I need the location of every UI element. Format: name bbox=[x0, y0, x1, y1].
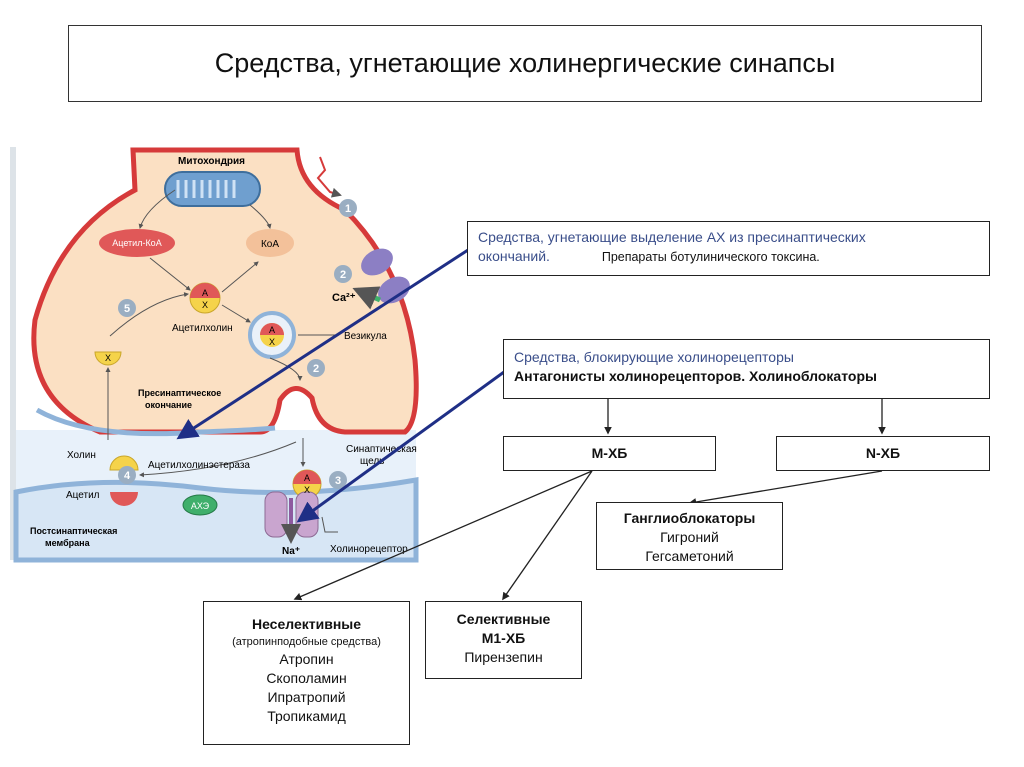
letter-a: А bbox=[202, 288, 208, 298]
arrow-to-nonselective bbox=[293, 470, 593, 601]
mitochondria-label: Митохондрия bbox=[178, 156, 245, 167]
left-accent-bar bbox=[10, 147, 16, 560]
nonselective-item: Тропикамид bbox=[267, 708, 346, 724]
nonselective-item: Скополамин bbox=[266, 670, 347, 686]
m-xb-box: М-ХБ bbox=[503, 436, 716, 471]
ca-channel-bottom bbox=[378, 276, 410, 304]
presynaptic-line-1: Средства, угнетающие выделение АХ из пре… bbox=[478, 229, 866, 245]
presynaptic-endings: окончаний. bbox=[478, 248, 550, 264]
mitochondria-shape bbox=[164, 171, 261, 207]
step-circle: 2 bbox=[307, 359, 325, 377]
letter-a: А bbox=[269, 325, 275, 335]
arrow-to-selective bbox=[502, 470, 593, 601]
vesicle-label: Везикула bbox=[344, 331, 387, 342]
step-circle: 2 bbox=[334, 265, 352, 283]
letter-x: Х bbox=[202, 300, 208, 310]
receptor-left bbox=[264, 491, 288, 538]
ca-channel-top bbox=[361, 248, 393, 276]
acetyl-coa-label: Ацетил-КоА bbox=[112, 238, 161, 248]
ganglio-title: Ганглиоблокаторы bbox=[623, 510, 756, 526]
ach-label: Ацетилхолин bbox=[172, 323, 233, 334]
coa-label: КоА bbox=[261, 239, 279, 250]
presynaptic-label-2: окончание bbox=[145, 400, 192, 410]
nonselective-subtitle: (атропинподобные средства) bbox=[232, 636, 381, 648]
receptor-blockers-line-1: Средства, блокирующие холинорецепторы bbox=[514, 349, 794, 365]
presynaptic-agents-box: Средства, угнетающие выделение АХ из пре… bbox=[467, 221, 990, 276]
cleft-label-1: Синаптическая bbox=[346, 444, 417, 455]
nonselective-box: Неселективные (атропинподобные средства)… bbox=[203, 601, 410, 745]
receptor-blockers-box: Средства, блокирующие холинорецепторы Ан… bbox=[503, 339, 990, 399]
step-circle: 1 bbox=[339, 199, 357, 217]
pointer-arrow-presynaptic bbox=[176, 248, 469, 440]
letter-x: Х bbox=[269, 337, 275, 347]
nonselective-title: Неселективные bbox=[251, 616, 362, 632]
svg-text:5: 5 bbox=[124, 303, 130, 315]
acetyl-label: Ацетил bbox=[66, 490, 100, 501]
pointer-arrow-receptor bbox=[296, 370, 505, 523]
selective-title-2: М1-ХБ bbox=[481, 630, 526, 646]
choline-shape bbox=[94, 351, 122, 366]
svg-text:1: 1 bbox=[345, 203, 351, 215]
ca-label: Ca²⁺ bbox=[332, 292, 356, 304]
receptor-blockers-line-2: Антагонисты холинорецепторов. Холиноблок… bbox=[514, 368, 877, 384]
acetyl-shape bbox=[110, 492, 138, 506]
ache-shape bbox=[182, 494, 218, 516]
na-label: Na⁺ bbox=[282, 546, 300, 557]
svg-text:3: 3 bbox=[335, 475, 341, 487]
presynaptic-label-1: Пресинаптическое bbox=[138, 388, 221, 398]
ganglio-item: Гегсаметоний bbox=[645, 548, 734, 564]
letter-x: Х bbox=[304, 485, 310, 495]
n-xb-label: N-ХБ bbox=[865, 445, 901, 461]
n-xb-box: N-ХБ bbox=[776, 436, 990, 471]
ache-label: Ацетилхолинэстераза bbox=[148, 460, 250, 471]
slide-title: Средства, угнетающие холинергические син… bbox=[214, 48, 836, 78]
svg-text:4: 4 bbox=[124, 470, 131, 482]
letter-x: Х bbox=[105, 353, 111, 363]
ganglio-item: Гигроний bbox=[660, 529, 719, 545]
action-potential-arrow bbox=[316, 156, 342, 198]
presynaptic-line-2: окончаний. Препараты ботулинического ток… bbox=[478, 247, 979, 267]
nonselective-item: Атропин bbox=[279, 651, 334, 667]
postsynaptic-label-2: мембрана bbox=[45, 538, 91, 548]
arrow-to-ganglio bbox=[688, 470, 883, 506]
svg-text:2: 2 bbox=[340, 269, 346, 281]
step-circle: 5 bbox=[118, 299, 136, 317]
ache-abbr-label: АХЭ bbox=[191, 501, 210, 511]
selective-title-1: Селективные bbox=[456, 611, 551, 627]
choline-cleft-shape bbox=[109, 455, 139, 471]
letter-a: А bbox=[304, 473, 310, 483]
step-circle: 4 bbox=[118, 466, 136, 484]
svg-text:2: 2 bbox=[313, 363, 319, 375]
m-xb-label: М-ХБ bbox=[591, 445, 628, 461]
selective-item: Пирензепин bbox=[464, 649, 543, 665]
title-box: Средства, угнетающие холинергические син… bbox=[68, 25, 982, 102]
nonselective-item: Ипратропий bbox=[267, 689, 346, 705]
coa-shape bbox=[246, 229, 294, 257]
botulinum-toxin: Препараты ботулинического токсина. bbox=[601, 250, 820, 264]
acetyl-coa-shape bbox=[99, 229, 175, 257]
postsynaptic-label-1: Постсинаптическая bbox=[30, 526, 117, 536]
choline-label: Холин bbox=[67, 450, 96, 461]
step-circle: 3 bbox=[329, 471, 347, 489]
cleft-label-2: щель bbox=[360, 456, 384, 467]
selective-box: Селективные М1-ХБ Пирензепин bbox=[425, 601, 582, 679]
ganglioblockers-box: Ганглиоблокаторы Гигроний Гегсаметоний bbox=[596, 502, 783, 570]
receptor-label: Холинорецептор bbox=[330, 544, 408, 555]
